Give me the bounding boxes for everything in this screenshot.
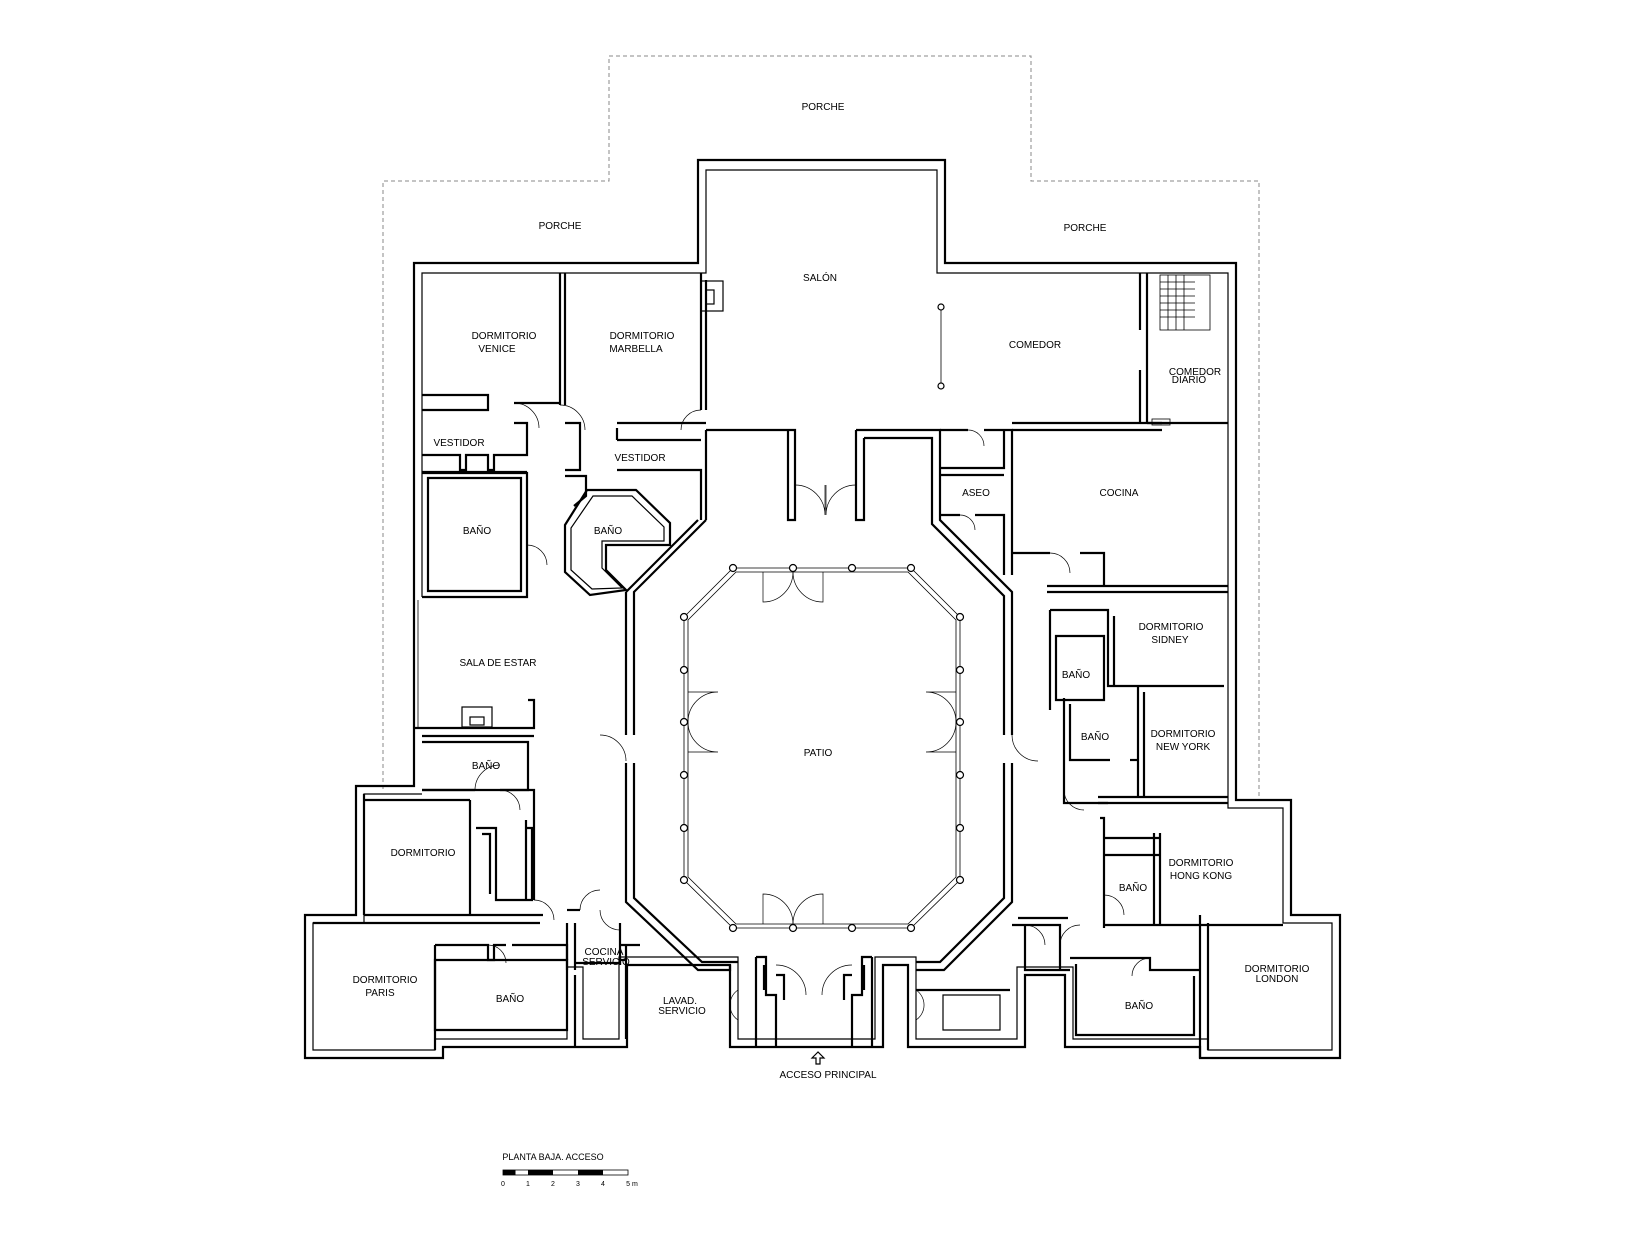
label-dormitorio: DORMITORIO — [391, 848, 456, 859]
label-newyork-1: DORMITORIO — [1151, 729, 1216, 740]
scale-tick-3: 3 — [576, 1181, 580, 1188]
label-sala-estar: SALA DE ESTAR — [459, 658, 536, 669]
label-paris-2: PARIS — [365, 988, 395, 999]
label-bano-sidney: BAÑO — [1062, 668, 1091, 681]
label-porche-left: PORCHE — [539, 221, 582, 232]
label-porche-top: PORCHE — [802, 102, 845, 113]
room-labels: PORCHE PORCHE PORCHE SALÓN COMEDOR COMED… — [353, 102, 1310, 1081]
scale-tick-5: 5 m — [626, 1181, 638, 1188]
label-lavad-2: SERVICIO — [658, 1006, 706, 1017]
label-venice-2: VENICE — [478, 344, 516, 355]
door-swings — [474, 402, 1151, 1021]
label-lavad-1: LAVAD. — [663, 996, 697, 1007]
label-cocina: COCINA — [1100, 488, 1139, 499]
label-vestidor-left: VESTIDOR — [433, 438, 484, 449]
label-newyork-2: NEW YORK — [1156, 742, 1211, 753]
label-london-1: DORMITORIO — [1245, 964, 1310, 975]
label-sidney-1: DORMITORIO — [1139, 622, 1204, 633]
scale-title: PLANTA BAJA. ACCESO — [502, 1152, 603, 1162]
label-comedor-diario-1: COMEDOR — [1169, 367, 1221, 378]
label-salon: SALÓN — [803, 271, 837, 284]
label-bano-venice: BAÑO — [463, 524, 492, 537]
staircase — [1151, 274, 1211, 426]
label-vestidor-mid: VESTIDOR — [614, 453, 665, 464]
label-london-2: LONDON — [1256, 974, 1299, 985]
fireplace — [461, 280, 724, 728]
scale-tick-2: 2 — [551, 1181, 555, 1188]
label-bano-left: BAÑO — [472, 759, 501, 772]
label-cocina-serv-2: SERVICIO — [582, 957, 630, 968]
scale-tick-1: 1 — [526, 1181, 530, 1188]
patio-gallery — [679, 303, 965, 933]
label-hongkong-2: HONG KONG — [1170, 871, 1232, 882]
label-paris-1: DORMITORIO — [353, 975, 418, 986]
label-venice-1: DORMITORIO — [472, 331, 537, 342]
label-bano-hongkong: BAÑO — [1119, 881, 1148, 894]
label-comedor-diario-2: DIARIO — [1172, 375, 1207, 386]
label-porche-right: PORCHE — [1064, 223, 1107, 234]
label-bano-london: BAÑO — [1125, 999, 1154, 1012]
label-patio: PATIO — [804, 748, 833, 759]
label-marbella-2: MARBELLA — [609, 344, 663, 355]
label-marbella-1: DORMITORIO — [610, 331, 675, 342]
label-bano-paris: BAÑO — [496, 992, 525, 1005]
label-bano-newyork: BAÑO — [1081, 730, 1110, 743]
label-hongkong-1: DORMITORIO — [1169, 858, 1234, 869]
interior-walls — [313, 273, 1283, 1058]
label-acceso-principal: ACCESO PRINCIPAL — [779, 1070, 876, 1081]
label-aseo: ASEO — [962, 488, 990, 499]
label-bano-marbella: BAÑO — [594, 524, 623, 537]
scale-tick-4: 4 — [601, 1181, 605, 1188]
label-cocina-serv-1: COCINA — [585, 947, 624, 958]
porch-outline — [382, 55, 1260, 800]
entrance-arrow-icon — [810, 1051, 826, 1065]
scale-tick-0: 0 — [501, 1181, 505, 1188]
label-sidney-2: SIDNEY — [1151, 635, 1189, 646]
scale-bar: PLANTA BAJA. ACCESO 0 1 2 3 4 5 m — [501, 1152, 638, 1188]
label-comedor: COMEDOR — [1009, 340, 1061, 351]
